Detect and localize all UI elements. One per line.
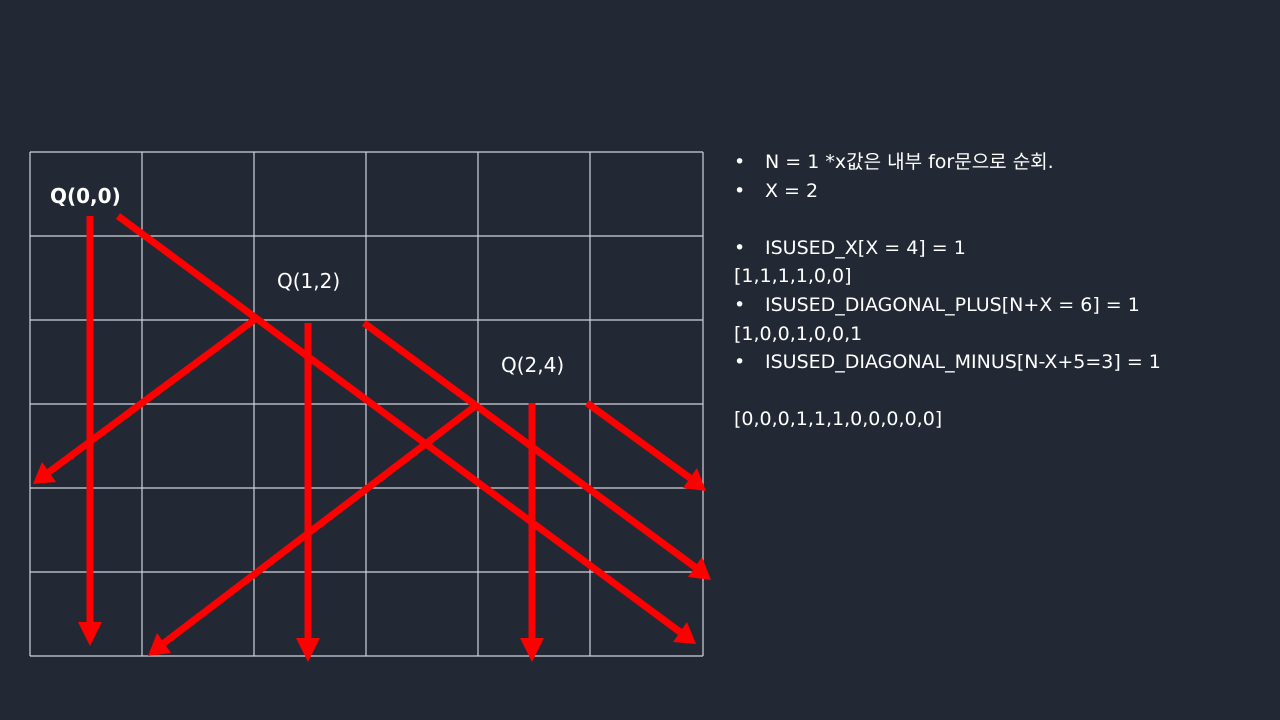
isused-x-bullet: ISUSED_X[X = 4] = 1 xyxy=(734,234,1264,263)
queen-label-q00: Q(0,0) xyxy=(50,184,121,208)
spacer xyxy=(734,377,1264,406)
q12-diagonal-down-left-arrow xyxy=(33,317,257,484)
q00-vertical-arrow xyxy=(78,216,102,646)
isused-diagonal-minus-array: [0,0,0,1,1,1,0,0,0,0,0] xyxy=(734,408,943,431)
queen-label-q24: Q(2,4) xyxy=(501,353,564,377)
isused-diagonal-plus-bullet: ISUSED_DIAGONAL_PLUS[N+X = 6] = 1 xyxy=(734,291,1264,320)
chessboard-diagram: Q(0,0) Q(1,2) Q(2,4) xyxy=(29,151,711,662)
q24-diagonal-down-right-arrow xyxy=(584,400,706,491)
spacer xyxy=(734,205,1264,234)
q24-diagonal-down-left-arrow xyxy=(148,401,481,656)
isused-diagonal-minus-bullet: ISUSED_DIAGONAL_MINUS[N-X+5=3] = 1 xyxy=(734,348,1264,377)
q12-vertical-arrow xyxy=(296,323,320,662)
queen-label-q12: Q(1,2) xyxy=(277,269,340,293)
queen-labels: Q(0,0) Q(1,2) Q(2,4) xyxy=(50,184,564,377)
attack-arrows xyxy=(33,213,711,662)
q24-vertical-arrow xyxy=(520,403,544,662)
n-value-bullet: N = 1 *x값은 내부 for문으로 순회. xyxy=(734,148,1264,177)
isused-x-array: [1,1,1,1,0,0] xyxy=(734,265,852,288)
x-value-bullet: X = 2 xyxy=(734,177,1264,206)
notes-panel: N = 1 *x값은 내부 for문으로 순회. X = 2 ISUSED_X[… xyxy=(734,148,1264,434)
isused-diagonal-plus-array: [1,0,0,1,0,0,1 xyxy=(734,322,863,345)
q00-diagonal-arrow xyxy=(115,213,696,644)
